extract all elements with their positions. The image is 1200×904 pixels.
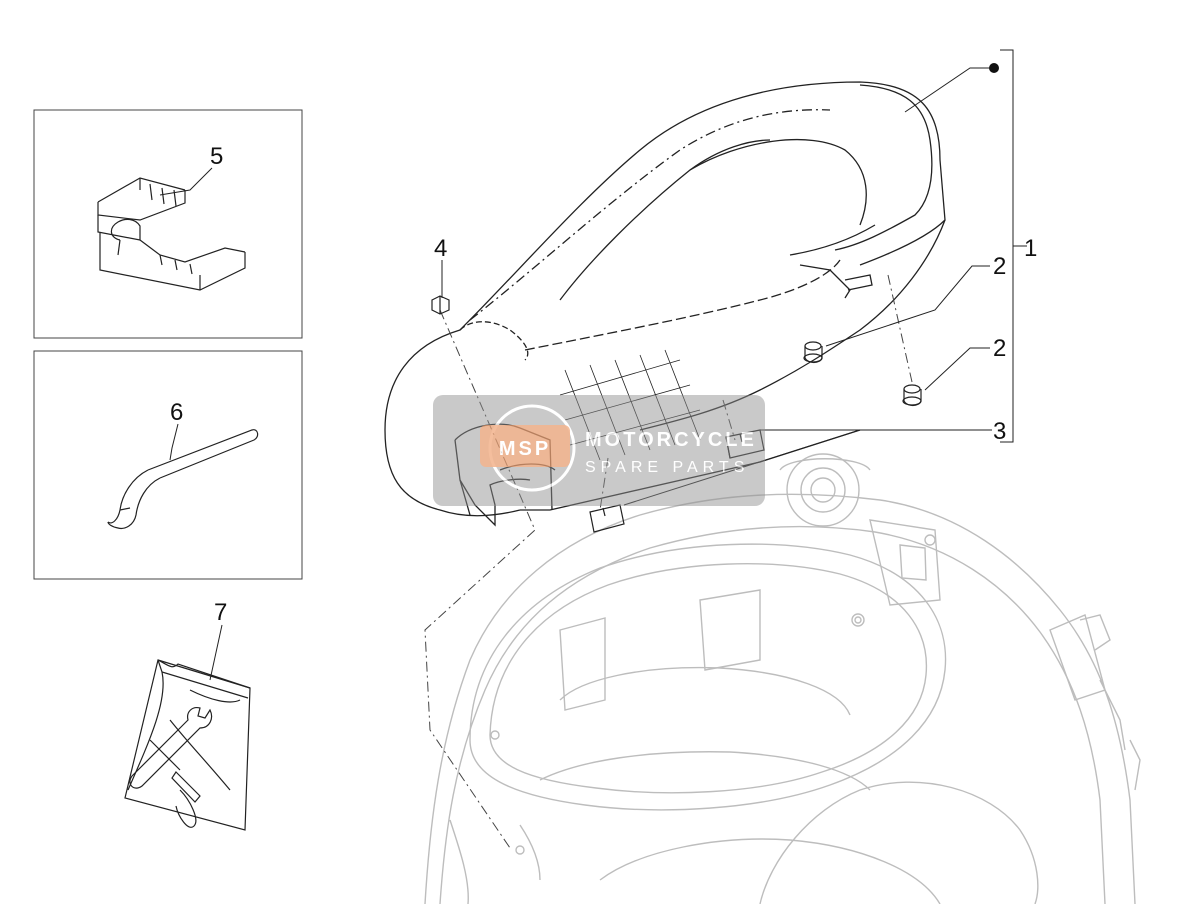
watermark-line2: SPARE PARTS	[585, 459, 749, 476]
pad-3a	[725, 429, 765, 459]
screw-4	[431, 295, 450, 315]
callout-2a: 2	[993, 253, 1006, 280]
box-part-6	[33, 350, 303, 580]
box-part-5	[33, 109, 303, 339]
callout-5: 5	[210, 143, 223, 170]
watermark-logo-badge	[480, 425, 570, 467]
rubber-buffer-2b	[902, 384, 922, 407]
assembly-lines	[424, 274, 913, 849]
callout-7: 7	[214, 599, 227, 626]
watermark: MSP MOTORCYCLE SPARE PARTS	[433, 395, 765, 506]
pad-3b	[589, 504, 625, 533]
scooter-body-outline	[424, 453, 1141, 904]
callout-1: 1	[1024, 235, 1037, 262]
assembly-dot	[989, 63, 999, 73]
toolkit-part-7	[124, 659, 251, 831]
watermark-logo-text: MSP	[499, 438, 551, 460]
clip-part-5	[97, 177, 246, 291]
spanner-part-6	[107, 429, 259, 530]
rubber-buffer-2a	[803, 341, 823, 364]
callout-3: 3	[993, 418, 1006, 445]
callout-6: 6	[170, 399, 183, 426]
watermark-panel	[433, 395, 765, 506]
callout-2b: 2	[993, 335, 1006, 362]
callout-4: 4	[434, 235, 447, 262]
watermark-line1: MOTORCYCLE	[585, 429, 757, 451]
leader-lines	[159, 49, 1027, 681]
